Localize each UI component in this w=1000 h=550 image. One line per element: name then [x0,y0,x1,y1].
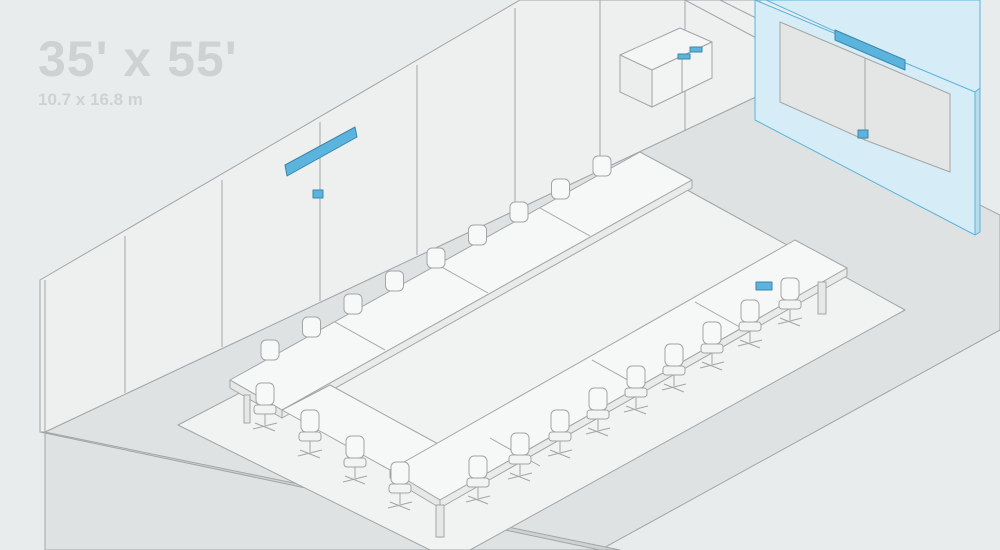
chair [551,178,570,200]
device-icon [677,53,691,60]
chair [385,270,404,292]
chair [592,155,612,177]
camera-icon [857,129,869,139]
chair [623,365,649,415]
dimensions-imperial: 35' x 55' [38,31,238,87]
chair [661,343,687,393]
dimensions-metric: 10.7 x 16.8 m [38,90,143,109]
chair [777,277,803,327]
chair [509,201,529,223]
chair [468,224,487,246]
chair [465,455,491,505]
chair [426,247,446,269]
display-wall [754,0,981,236]
chair [260,339,280,361]
tabletop-device-icon [755,281,773,291]
room-dimensions: 35' x 55' 10.7 x 16.8 m [38,34,238,110]
chair [547,409,573,459]
chairs [252,155,803,511]
chair [737,299,763,349]
chair [342,435,368,485]
chair [343,293,363,315]
chair [297,409,323,459]
display-screen-right [864,57,951,173]
credenza-cabinet [619,27,713,108]
device-icon [689,46,703,53]
camera-icon [312,189,324,199]
chair [252,382,278,432]
chair [302,316,321,338]
chair [699,321,725,371]
video-bar-icon [834,29,906,71]
video-bar-icon [284,126,358,177]
chair [387,461,413,511]
chair [507,432,533,482]
chair [585,387,611,437]
